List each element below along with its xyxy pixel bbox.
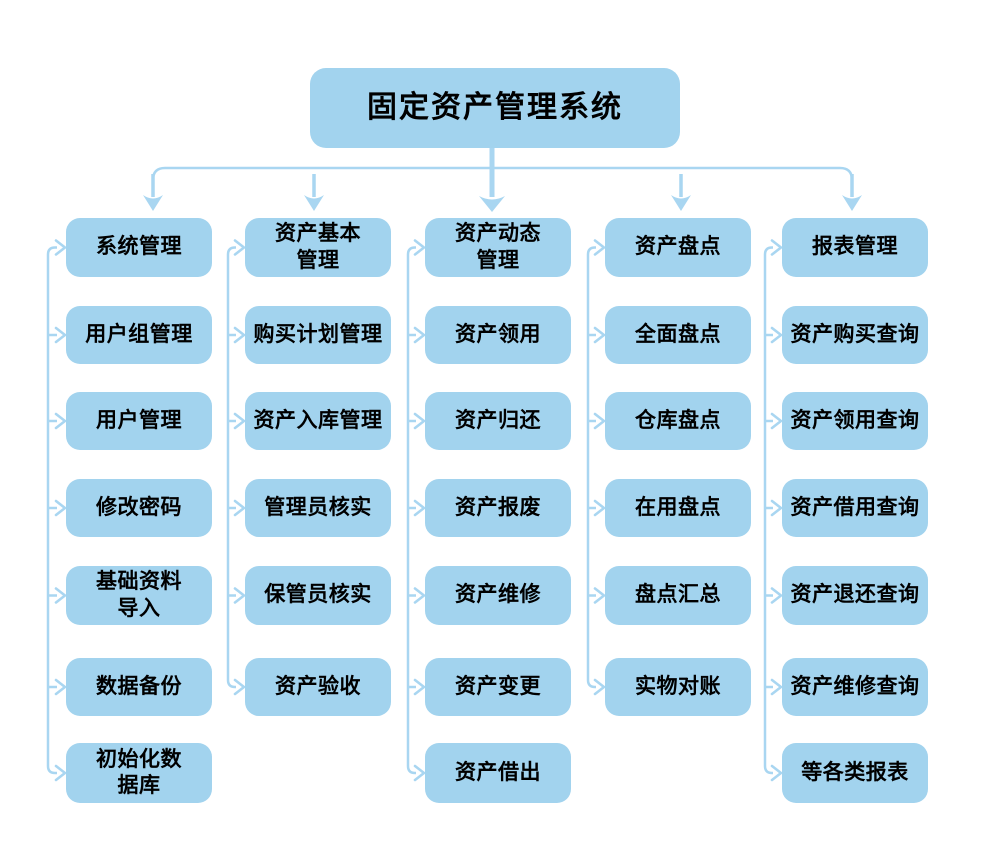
chart-node: 保管员核实 [245, 566, 391, 625]
chart-node: 资产变更 [425, 658, 571, 716]
column-header-node: 资产动态 管理 [425, 218, 571, 277]
chart-node: 修改密码 [66, 479, 212, 537]
chart-node: 购买计划管理 [245, 306, 391, 364]
column-header-node: 报表管理 [782, 218, 928, 277]
column-header-node: 系统管理 [66, 218, 212, 277]
chart-node: 盘点汇总 [605, 566, 751, 625]
chart-node: 仓库盘点 [605, 392, 751, 450]
chart-node: 管理员核实 [245, 479, 391, 537]
chart-node: 数据备份 [66, 658, 212, 716]
column-header-node: 资产基本 管理 [245, 218, 391, 277]
chart-node: 等各类报表 [782, 743, 928, 803]
chart-node: 资产入库管理 [245, 392, 391, 450]
chart-node: 资产验收 [245, 658, 391, 716]
chart-node: 资产购买查询 [782, 306, 928, 364]
chart-node: 资产借用查询 [782, 479, 928, 537]
chart-node: 基础资料 导入 [66, 566, 212, 625]
chart-node: 在用盘点 [605, 479, 751, 537]
chart-node: 全面盘点 [605, 306, 751, 364]
root-node-label: 固定资产管理系统 [367, 91, 623, 125]
chart-node: 用户管理 [66, 392, 212, 450]
root-node: 固定资产管理系统 [310, 68, 680, 148]
column-header-node: 资产盘点 [605, 218, 751, 277]
chart-node: 用户组管理 [66, 306, 212, 364]
chart-node: 初始化数 据库 [66, 743, 212, 803]
chart-node: 资产领用查询 [782, 392, 928, 450]
chart-node: 资产维修查询 [782, 658, 928, 716]
chart-node: 资产维修 [425, 566, 571, 625]
chart-node: 资产借出 [425, 743, 571, 803]
chart-node: 实物对账 [605, 658, 751, 716]
chart-node: 资产报废 [425, 479, 571, 537]
chart-node: 资产领用 [425, 306, 571, 364]
chart-node: 资产退还查询 [782, 566, 928, 625]
chart-node: 资产归还 [425, 392, 571, 450]
